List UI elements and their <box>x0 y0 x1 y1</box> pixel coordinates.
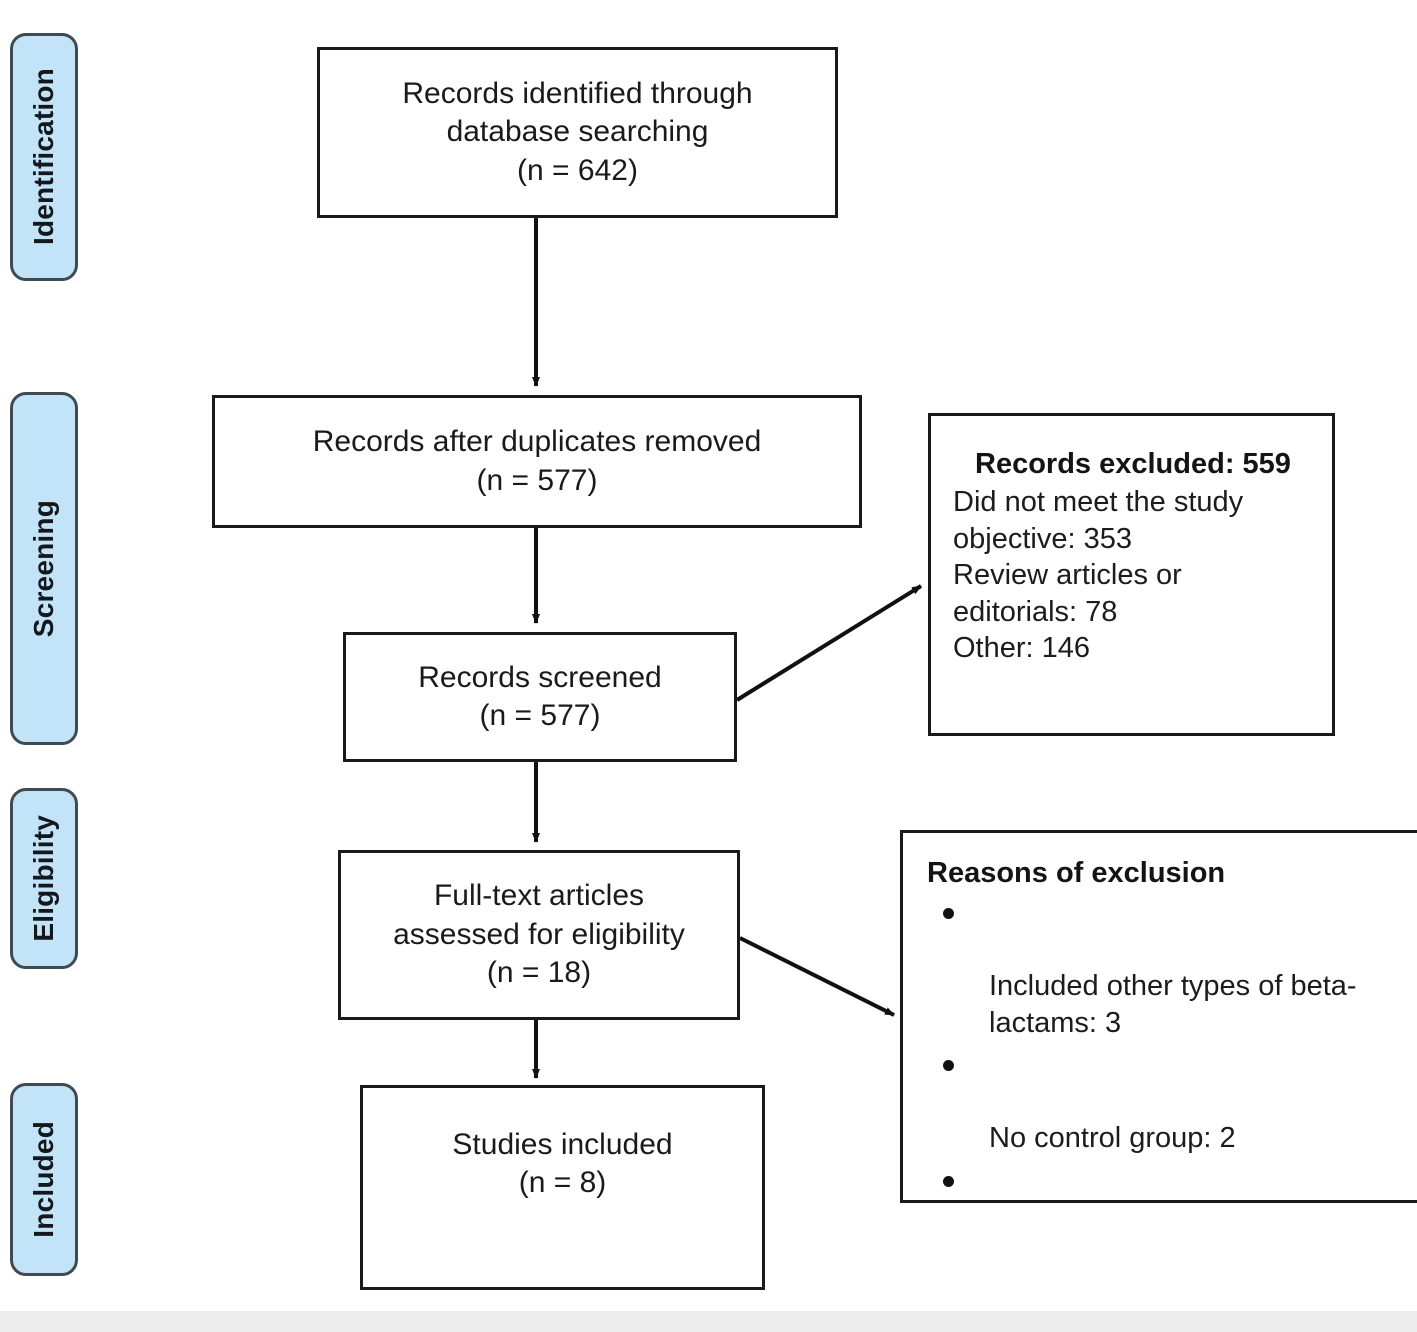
stage-tab-identification: Identification <box>10 33 78 281</box>
list-item-label: No control group: 2 <box>989 1122 1236 1155</box>
box-records-identified: Records identified through database sear… <box>317 47 838 218</box>
note-records-excluded-line-1: Did not meet the study objective: 353 <box>953 486 1244 555</box>
box-full-text-articles: Full-text articles assessed for eligibil… <box>338 850 740 1020</box>
note-records-excluded-line-3: Other: 146 <box>953 632 1091 665</box>
stage-tab-screening-label: Screening <box>28 499 59 638</box>
stage-tab-screening: Screening <box>10 392 78 745</box>
note-records-excluded-line-2: Review articles or editorials: 78 <box>953 559 1182 628</box>
stage-tab-eligibility-label: Eligibility <box>28 815 59 942</box>
stage-tab-included-label: Included <box>28 1121 59 1238</box>
note-reasons-of-exclusion-list: Included other types of beta- lactams: 3… <box>927 895 1417 1200</box>
note-records-excluded: Records excluded: 559 Did not meet the s… <box>928 413 1335 736</box>
bullet-icon <box>943 1175 954 1187</box>
box-studies-included: Studies included (n = 8) <box>360 1085 765 1290</box>
bullet-icon <box>943 1060 954 1072</box>
list-item: Did not report required outcomes: 2 <box>927 1163 1417 1200</box>
note-reasons-of-exclusion: Reasons of exclusion Included other type… <box>900 830 1417 1203</box>
note-records-excluded-title: Records excluded: 559 <box>975 448 1291 480</box>
bottom-band <box>0 1311 1417 1332</box>
arrow-screened-to-excluded <box>735 584 923 702</box>
note-reasons-of-exclusion-title: Reasons of exclusion <box>927 857 1226 889</box>
list-item: Included other types of beta- lactams: 3 <box>927 895 1417 1041</box>
box-records-identified-text: Records identified through database sear… <box>402 76 753 187</box>
box-records-screened-text: Records screened (n = 577) <box>418 660 662 732</box>
list-item-label: Included other types of beta- lactams: 3 <box>989 970 1357 1039</box>
box-records-after-duplicates-removed-text: Records after duplicates removed (n = 57… <box>312 425 762 497</box>
box-records-screened: Records screened (n = 577) <box>343 632 737 762</box>
bullet-icon <box>943 908 954 920</box>
box-full-text-articles-text: Full-text articles assessed for eligibil… <box>393 879 685 990</box>
box-studies-included-text: Studies included (n = 8) <box>452 1128 673 1200</box>
list-item: No control group: 2 <box>927 1047 1417 1157</box>
stage-tab-identification-label: Identification <box>28 68 59 246</box>
arrow-fulltext-to-reasons <box>739 936 895 1017</box>
box-records-after-duplicates-removed: Records after duplicates removed (n = 57… <box>212 395 862 528</box>
stage-tab-included: Included <box>10 1083 78 1276</box>
stage-tab-eligibility: Eligibility <box>10 788 78 969</box>
